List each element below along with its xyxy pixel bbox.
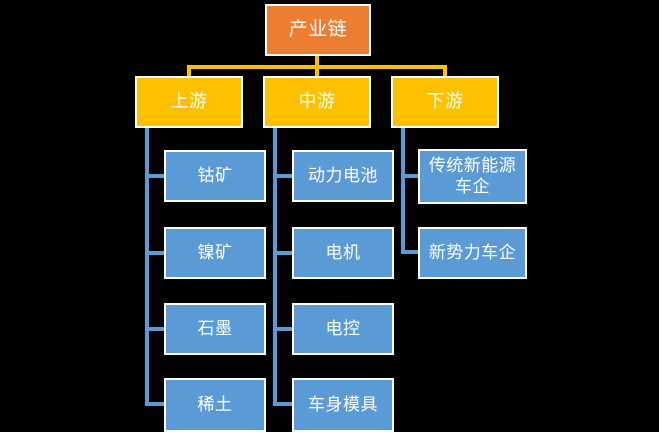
node-leaf-midstream-4[interactable]: 车身模具 xyxy=(292,378,394,432)
node-leaf-upstream-1[interactable]: 钴矿 xyxy=(164,150,266,202)
connector-downstream-row-2 xyxy=(401,250,422,254)
node-branch-midstream[interactable]: 中游 xyxy=(263,76,371,128)
connector-upstream-spine xyxy=(145,128,149,406)
node-leaf-upstream-4[interactable]: 稀土 xyxy=(164,378,266,432)
connector-to-downstream xyxy=(443,65,447,77)
connector-midstream-row-1 xyxy=(273,174,294,178)
node-leaf-midstream-2[interactable]: 电机 xyxy=(292,227,394,279)
connector-upstream-row-4 xyxy=(145,402,166,406)
node-leaf-downstream-2[interactable]: 新势力车企 xyxy=(418,227,527,279)
node-root[interactable]: 产业链 xyxy=(265,4,371,56)
node-leaf-midstream-3[interactable]: 电控 xyxy=(292,303,394,355)
node-leaf-downstream-1[interactable]: 传统新能源 车企 xyxy=(418,149,527,204)
connector-upstream-row-3 xyxy=(145,327,166,331)
connector-root-stem xyxy=(315,56,319,68)
connector-to-upstream xyxy=(187,65,191,77)
connector-midstream-row-3 xyxy=(273,327,294,331)
connector-to-midstream xyxy=(315,65,319,77)
connector-downstream-row-1 xyxy=(401,174,422,178)
node-branch-downstream[interactable]: 下游 xyxy=(391,76,499,128)
connector-downstream-spine xyxy=(401,128,405,254)
connector-upstream-row-1 xyxy=(145,174,166,178)
node-leaf-upstream-3[interactable]: 石墨 xyxy=(164,303,266,355)
connector-midstream-row-4 xyxy=(273,402,294,406)
node-branch-upstream[interactable]: 上游 xyxy=(135,76,243,128)
node-leaf-upstream-2[interactable]: 镍矿 xyxy=(164,227,266,279)
node-leaf-midstream-1[interactable]: 动力电池 xyxy=(292,150,394,202)
connector-midstream-spine xyxy=(273,128,277,406)
connector-midstream-row-2 xyxy=(273,251,294,255)
connector-upstream-row-2 xyxy=(145,251,166,255)
